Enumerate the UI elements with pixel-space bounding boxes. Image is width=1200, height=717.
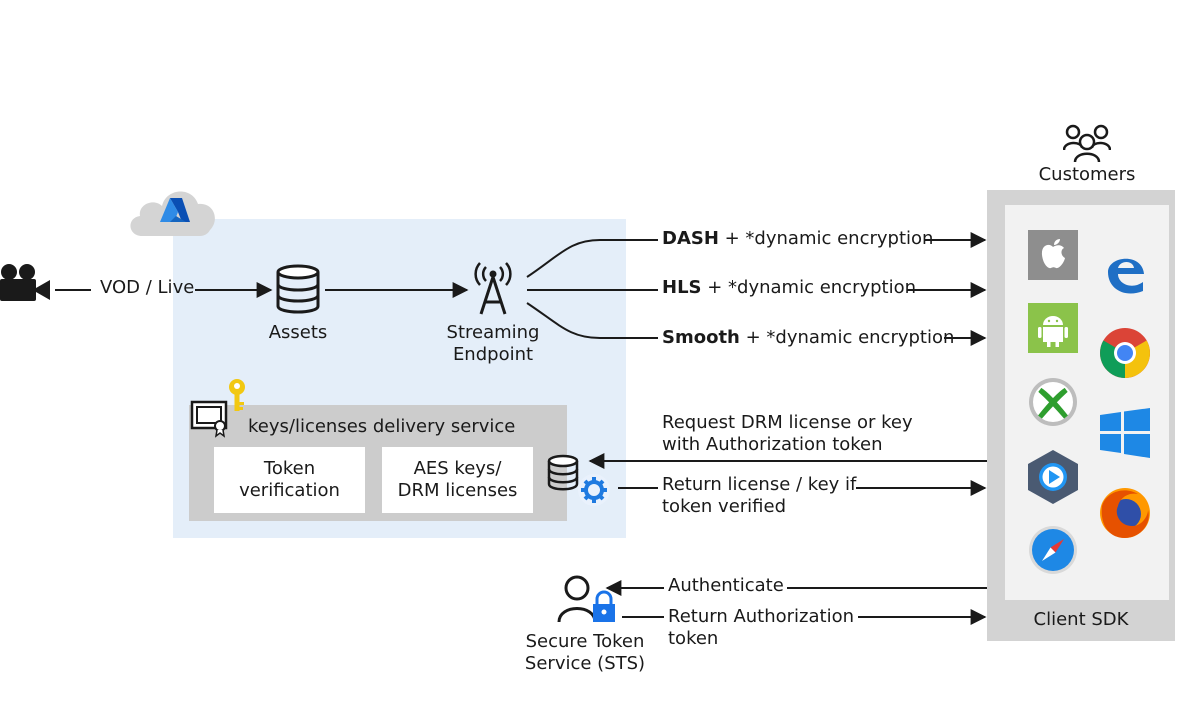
safari-icon: [1028, 525, 1078, 575]
token-verification-box: [214, 447, 365, 513]
apple-icon: [1028, 230, 1078, 280]
antenna-icon: [470, 262, 516, 316]
key-icon: [225, 378, 249, 414]
customers-label: Customers: [1038, 164, 1136, 185]
edge-icon: [1100, 246, 1150, 296]
source-label: VOD / Live: [100, 277, 195, 298]
sts-user-lock-icon: [557, 574, 619, 626]
media-player-icon: [1027, 449, 1079, 505]
video-camera-icon: [0, 262, 52, 304]
chrome-icon: [1099, 327, 1151, 379]
authenticate-label: Authenticate: [668, 575, 784, 596]
firefox-icon: [1098, 486, 1152, 540]
azure-cloud-icon: [124, 180, 222, 238]
client-sdk-label: Client SDK: [1033, 609, 1129, 630]
database-gear-icon: [546, 454, 616, 510]
protocol-smooth-label: Smooth + *dynamic encryption: [662, 327, 959, 349]
xbox-icon: [1028, 377, 1078, 427]
return-authorization-label: Return Authorization token: [668, 606, 855, 649]
assets-label: Assets: [268, 322, 328, 343]
request-license-label: Request DRM license or key with Authoriz…: [662, 412, 913, 455]
customers-icon: [1062, 124, 1112, 164]
token-verification-label: Token verification: [239, 458, 340, 501]
protocol-hls-label: HLS + *dynamic encryption: [662, 277, 921, 299]
windows-icon: [1100, 408, 1150, 458]
android-icon: [1028, 303, 1078, 353]
sts-label: Secure Token Service (STS): [524, 631, 646, 674]
database-icon: [275, 264, 323, 316]
return-license-label: Return license / key if token verified: [662, 474, 857, 517]
streaming-endpoint-label: Streaming Endpoint: [446, 322, 540, 365]
aes-keys-label: AES keys/ DRM licenses: [397, 458, 518, 501]
delivery-service-title: keys/licenses delivery service: [248, 416, 516, 437]
aes-keys-box: [382, 447, 533, 513]
protocol-dash-label: DASH + *dynamic encryption: [662, 228, 938, 250]
certificate-icon: [190, 398, 230, 438]
